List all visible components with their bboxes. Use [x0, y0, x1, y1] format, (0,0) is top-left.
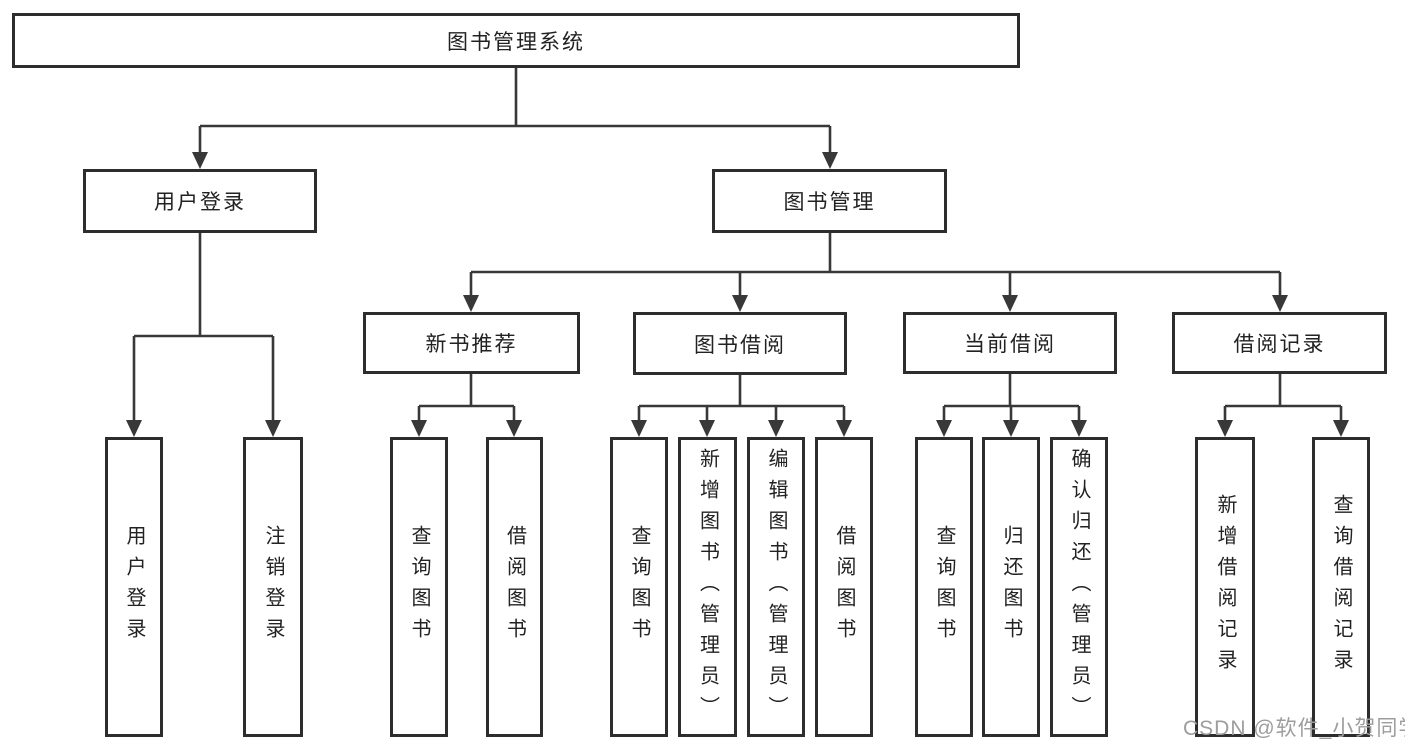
node-borrow-record: 借阅记录	[1172, 312, 1387, 374]
leaf-record-add-borrow-record: 新增借阅记录	[1195, 437, 1255, 737]
leaf-record-query-borrow-record: 查询借阅记录	[1312, 437, 1370, 737]
node-book-management: 图书管理	[712, 169, 947, 233]
leaf-user-login: 用户登录	[105, 437, 163, 737]
node-current-borrow: 当前借阅	[903, 312, 1117, 374]
leaf-borrow-borrow-books: 借阅图书	[815, 437, 873, 737]
leaf-borrow-add-books-admin: 新增图书（管理员）	[678, 437, 737, 737]
leaf-newbook-query-books: 查询图书	[390, 437, 448, 737]
leaf-borrow-edit-books-admin: 编辑图书（管理员）	[747, 437, 805, 737]
leaf-current-return-books: 归还图书	[982, 437, 1040, 737]
leaf-newbook-borrow-books: 借阅图书	[486, 437, 543, 737]
node-user-login: 用户登录	[83, 169, 317, 233]
leaf-current-confirm-return-admin: 确认归还（管理员）	[1050, 437, 1108, 737]
node-book-borrow: 图书借阅	[633, 312, 847, 375]
node-root: 图书管理系统	[12, 13, 1020, 68]
leaf-logout: 注销登录	[243, 437, 303, 737]
node-new-book-recommend: 新书推荐	[363, 312, 580, 374]
leaf-borrow-query-books: 查询图书	[610, 437, 668, 737]
leaf-current-query-books: 查询图书	[915, 437, 973, 737]
watermark: CSDN @软件_小贺同学	[1183, 717, 1405, 740]
